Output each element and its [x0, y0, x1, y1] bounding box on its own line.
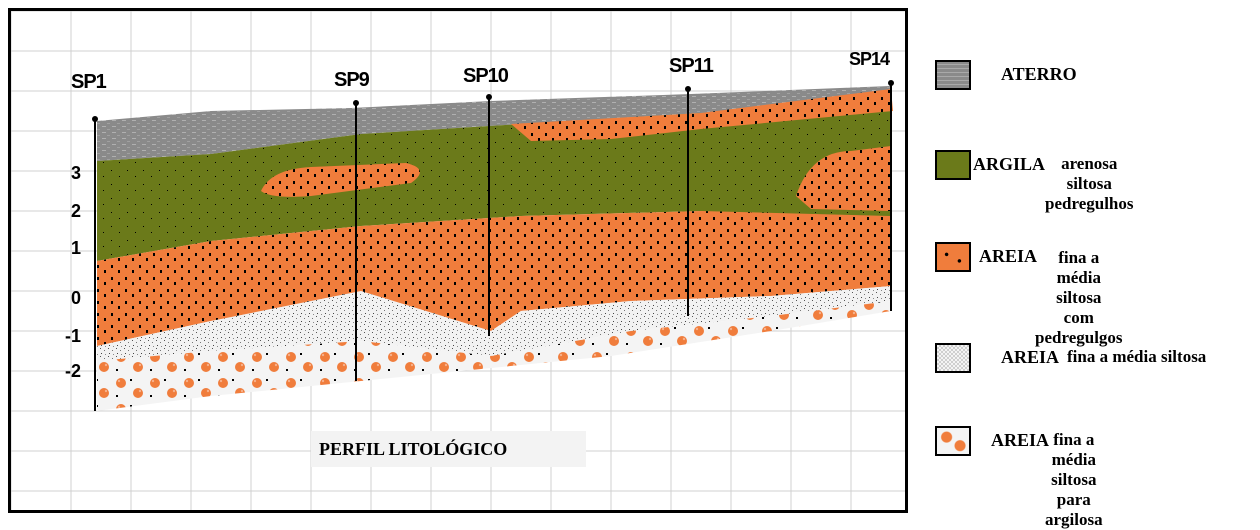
legend-name: ARGILA: [973, 154, 1045, 175]
legend-description: fina a média siltosa: [1067, 347, 1206, 367]
aterro-swatch: [935, 60, 971, 90]
depth-label: 3: [51, 163, 81, 184]
depth-label: 2: [51, 201, 81, 222]
legend-name: AREIA: [991, 430, 1049, 451]
profile-frame: SP1 SP9 SP10 SP11 SP14 3 2 1 0 -1 -2 PER…: [8, 8, 908, 513]
areia-orange-dots-swatch: [935, 426, 971, 456]
areia-orange-swatch: [935, 242, 971, 272]
depth-label: 1: [51, 238, 81, 259]
legend-description: arenosa siltosa pedregulhos: [1045, 154, 1134, 214]
argila-swatch: [935, 150, 971, 180]
borehole-label-sp10: SP10: [463, 65, 508, 88]
depth-label: 0: [51, 288, 81, 309]
borehole-label-sp11: SP11: [669, 55, 713, 78]
legend-name: AREIA: [1001, 347, 1059, 368]
borehole-label-sp14: SP14: [849, 49, 889, 70]
legend-description: fina a média siltosa para argilosa: [1045, 430, 1103, 530]
legend-name: AREIA: [979, 246, 1037, 267]
legend-description-text: fina a média siltosa: [1067, 347, 1206, 367]
depth-label: -1: [51, 326, 81, 347]
legend-description: fina a média siltosa com pedregulgos: [1035, 248, 1123, 348]
borehole-label-sp9: SP9: [334, 69, 369, 92]
depth-label: -2: [51, 361, 81, 382]
legend-description-text: fina a média siltosa para argilosa: [1045, 430, 1103, 530]
legend-name: ATERRO: [1001, 64, 1077, 85]
legend-description-text: fina a média siltosa com pedregulgos: [1035, 248, 1123, 348]
areia-speckled-swatch: [935, 343, 971, 373]
legend-description-text: arenosa siltosa pedregulhos: [1045, 154, 1134, 214]
borehole-label-sp1: SP1: [71, 71, 106, 94]
diagram-title: PERFIL LITOLÓGICO: [311, 431, 586, 467]
